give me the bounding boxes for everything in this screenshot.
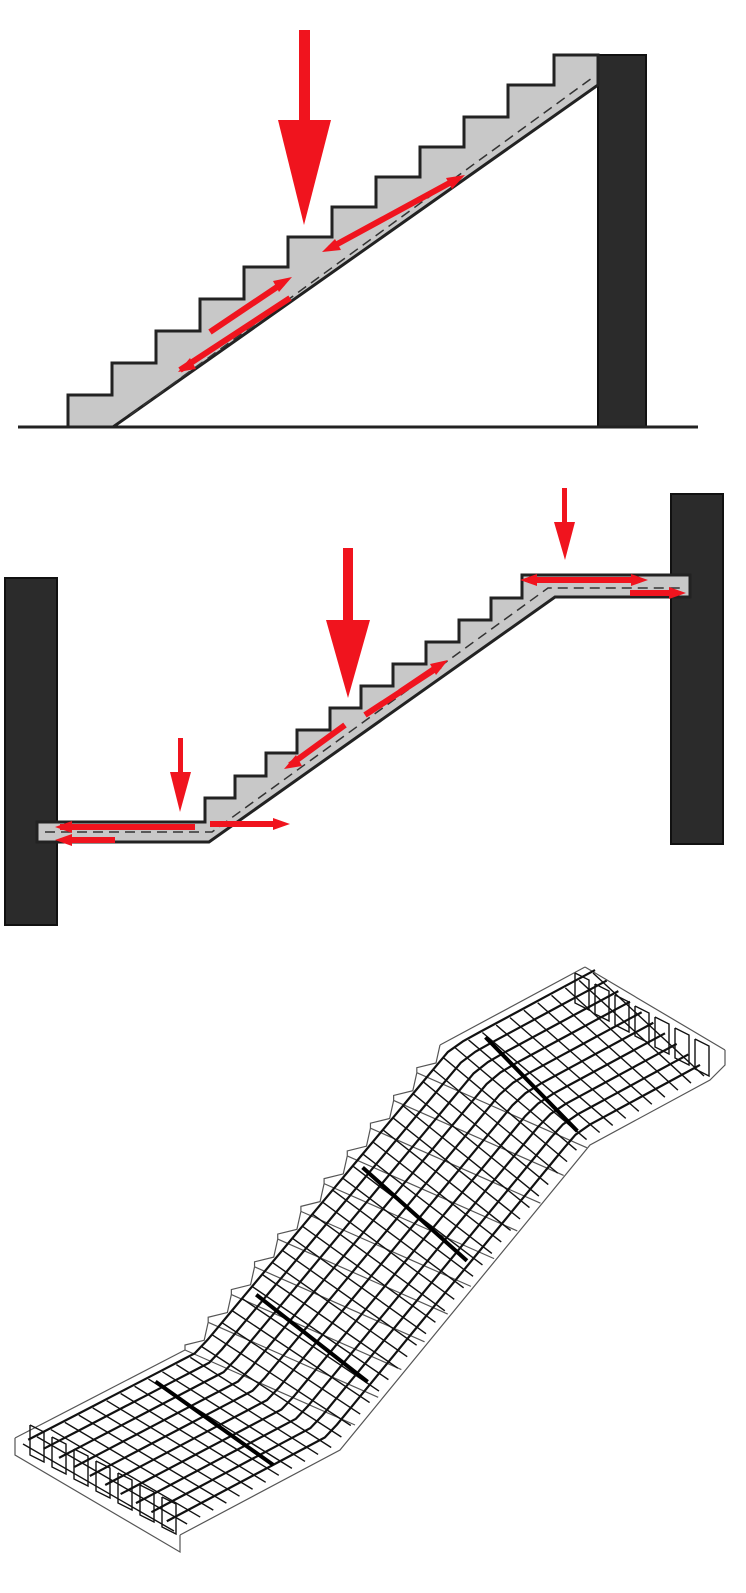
stair-step bbox=[416, 1044, 441, 1073]
tension-rebar-line bbox=[45, 587, 684, 833]
double-headed-arrow-icon bbox=[178, 175, 465, 373]
stair-step bbox=[230, 1266, 256, 1295]
transverse-rebar bbox=[412, 1092, 540, 1197]
stair-tread bbox=[370, 1127, 541, 1204]
longitudinal-rebar bbox=[73, 1000, 631, 1468]
stirrup bbox=[95, 1460, 111, 1500]
stair-tread bbox=[184, 1349, 356, 1426]
stirrup bbox=[654, 1016, 670, 1056]
stirrup bbox=[634, 1005, 650, 1045]
formwork-edge bbox=[584, 966, 726, 1051]
down-arrow-icon bbox=[278, 30, 331, 225]
rebar-cage bbox=[14, 966, 726, 1554]
stirrup bbox=[117, 1472, 133, 1512]
distribution-rebar bbox=[361, 1166, 469, 1263]
formwork-edge bbox=[439, 966, 586, 1046]
stair-step bbox=[300, 1183, 325, 1212]
stair-tread bbox=[393, 1099, 564, 1177]
down-arrow-icon bbox=[326, 548, 370, 698]
longitudinal-rebar bbox=[150, 1053, 689, 1514]
stair-step bbox=[346, 1128, 372, 1156]
transverse-rebar bbox=[402, 1104, 530, 1209]
longitudinal-rebar bbox=[58, 990, 619, 1459]
stair-step bbox=[393, 1072, 418, 1101]
longitudinal-rebar bbox=[43, 979, 608, 1450]
stair-tread bbox=[254, 1266, 425, 1343]
stair-tread bbox=[323, 1183, 495, 1260]
stair-with-landings-section bbox=[4, 488, 724, 926]
distribution-rebar bbox=[484, 1035, 579, 1133]
formwork-edge bbox=[179, 1050, 726, 1536]
stair-tread bbox=[231, 1293, 402, 1371]
longitudinal-rebar bbox=[135, 1042, 678, 1505]
transverse-rebar bbox=[200, 1345, 342, 1438]
right-wall bbox=[597, 54, 647, 428]
longitudinal-rebar bbox=[27, 969, 596, 1441]
stair-step bbox=[369, 1100, 395, 1129]
left-wall bbox=[4, 577, 58, 926]
double-headed-arrow-icon bbox=[55, 574, 686, 846]
longitudinal-rebar bbox=[104, 1021, 654, 1487]
simple-stair-section bbox=[18, 30, 698, 429]
stair-step bbox=[184, 1322, 209, 1350]
distribution-rebar bbox=[255, 1293, 369, 1384]
rebar-cage-isometric-view bbox=[14, 966, 726, 1554]
stair-flight-with-landings bbox=[35, 573, 692, 844]
transverse-rebar bbox=[442, 1056, 568, 1163]
stirrup bbox=[51, 1436, 67, 1476]
stirrup bbox=[73, 1448, 89, 1488]
transverse-rebar bbox=[22, 1443, 175, 1532]
transverse-rebar bbox=[422, 1080, 549, 1186]
formwork-edge bbox=[14, 1438, 181, 1554]
stirrup bbox=[29, 1424, 45, 1464]
stair-step bbox=[277, 1211, 302, 1240]
stair-step bbox=[253, 1238, 279, 1267]
stair-step bbox=[323, 1155, 348, 1184]
right-wall bbox=[670, 493, 724, 845]
stirrup bbox=[674, 1027, 690, 1067]
down-arrow-icon bbox=[554, 488, 575, 560]
stirrup bbox=[139, 1484, 155, 1524]
stirrup bbox=[574, 972, 590, 1012]
stair-tread bbox=[207, 1321, 379, 1398]
down-arrow-icon bbox=[170, 738, 191, 812]
stirrup bbox=[614, 994, 630, 1034]
stair-step bbox=[207, 1294, 232, 1323]
stirrup bbox=[694, 1038, 710, 1078]
stirrup bbox=[161, 1496, 177, 1536]
longitudinal-rebar bbox=[120, 1032, 666, 1496]
formwork-edge bbox=[14, 1349, 186, 1439]
longitudinal-rebar bbox=[89, 1011, 643, 1477]
stair-tread bbox=[277, 1238, 448, 1315]
stair-tread bbox=[347, 1155, 518, 1232]
distribution-rebar bbox=[154, 1380, 275, 1467]
stirrup bbox=[594, 983, 610, 1023]
